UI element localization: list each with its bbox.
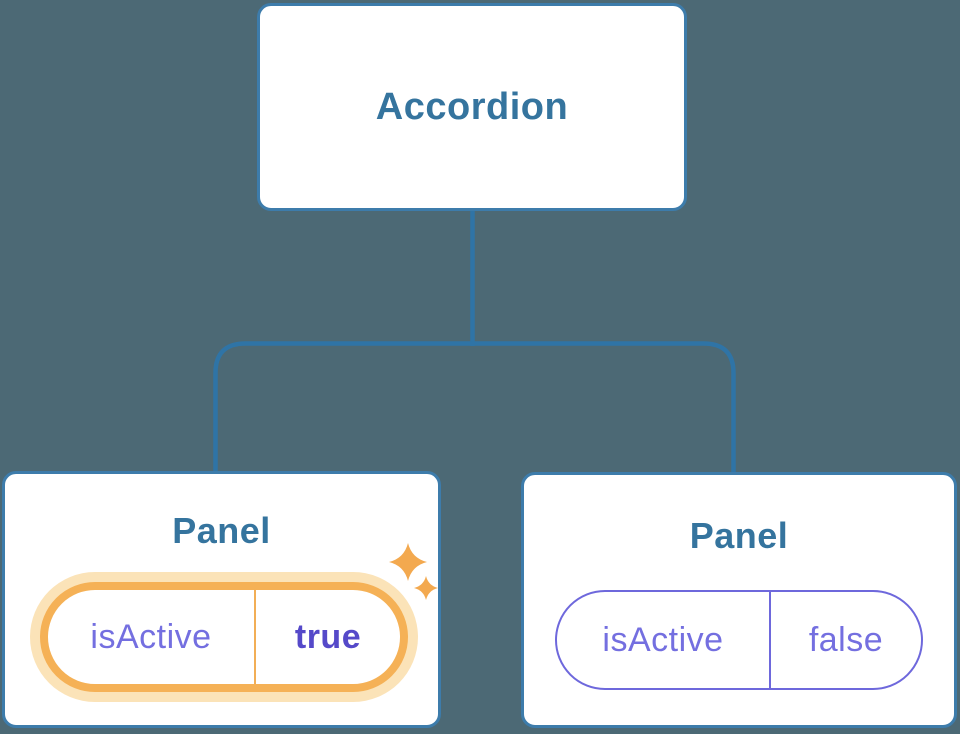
pill-divider [769,592,771,688]
state-pill-active: isActive true [40,582,408,692]
panel-node-inactive: Panel isActive false [521,472,957,728]
sparkles-icon [389,543,438,600]
accordion-node-label: Accordion [375,85,569,128]
panel-title: Panel [172,510,271,551]
pill-divider [254,590,256,684]
panel-title: Panel [689,515,789,556]
state-value: true [294,617,362,656]
state-key: isActive [602,620,724,659]
accordion-node: Accordion [257,3,687,211]
state-key: isActive [90,617,212,656]
state-value: false [808,620,884,659]
panel-node-active: Panel isActive true [2,471,441,728]
state-pill-inactive: isActive false [555,590,923,690]
